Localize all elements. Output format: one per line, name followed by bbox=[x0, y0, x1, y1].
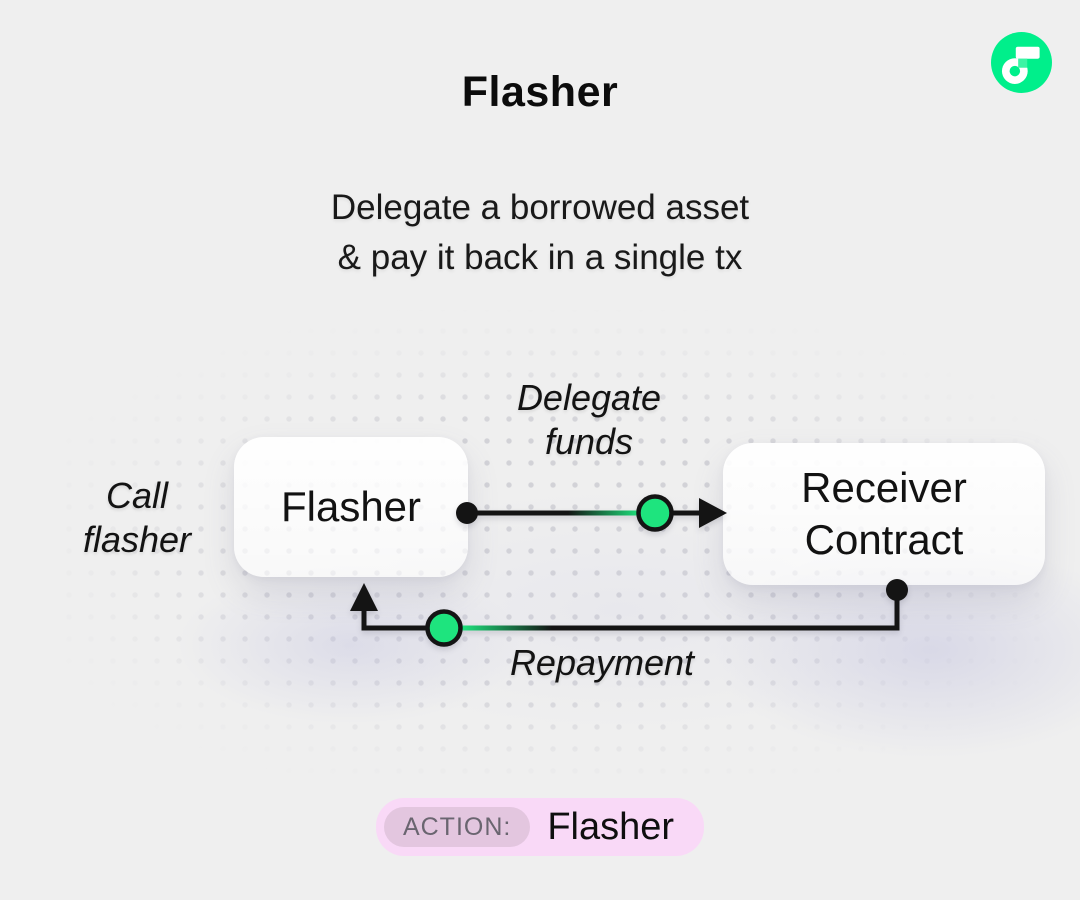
repayment-arrowhead-icon bbox=[350, 583, 378, 611]
repayment-origin-dot bbox=[886, 579, 908, 601]
flow-logo-svg bbox=[991, 32, 1052, 93]
logo-square bbox=[1018, 58, 1028, 68]
page-title: Flasher bbox=[461, 68, 619, 116]
subtitle-line-2: & pay it back in a single tx bbox=[337, 238, 743, 277]
node-flasher-label: Flasher bbox=[280, 483, 422, 530]
logo-ring-hole bbox=[1009, 65, 1021, 77]
repayment-arrow-line bbox=[361, 590, 900, 631]
delegate-token-circle bbox=[636, 494, 674, 532]
delegate-arrowhead-icon bbox=[699, 498, 727, 528]
page-subtitle: Delegate a borrowed asset & pay it back … bbox=[0, 183, 1080, 283]
node-receiver-label-line-1: Receiver bbox=[801, 464, 967, 511]
delegate-funds-line-1: Delegate bbox=[516, 377, 662, 418]
delegate-funds-label: Delegate funds bbox=[459, 376, 719, 464]
call-flasher-line-1: Call bbox=[105, 475, 168, 516]
node-receiver-label-line-2: Contract bbox=[804, 516, 964, 563]
node-flasher: Flasher bbox=[234, 437, 468, 577]
action-badge-value: Flasher bbox=[547, 806, 675, 848]
delegate-origin-dot bbox=[456, 502, 478, 524]
delegate-funds-line-2: funds bbox=[544, 421, 634, 462]
repayment-label-text: Repayment bbox=[509, 642, 695, 683]
action-badge-prefix: ACTION: bbox=[383, 807, 531, 847]
action-badge: ACTION: Flasher bbox=[375, 798, 705, 856]
node-receiver-contract: Receiver Contract bbox=[723, 443, 1045, 585]
repayment-label: Repayment bbox=[472, 641, 732, 685]
subtitle-line-1: Delegate a borrowed asset bbox=[330, 188, 750, 227]
flow-logo-icon bbox=[991, 32, 1052, 93]
logo-flag bbox=[1015, 46, 1040, 59]
call-flasher-label: Call flasher bbox=[37, 474, 237, 562]
action-badge-row: ACTION: Flasher bbox=[0, 798, 1080, 856]
call-flasher-line-2: flasher bbox=[82, 519, 192, 560]
repayment-token-circle bbox=[425, 609, 463, 647]
